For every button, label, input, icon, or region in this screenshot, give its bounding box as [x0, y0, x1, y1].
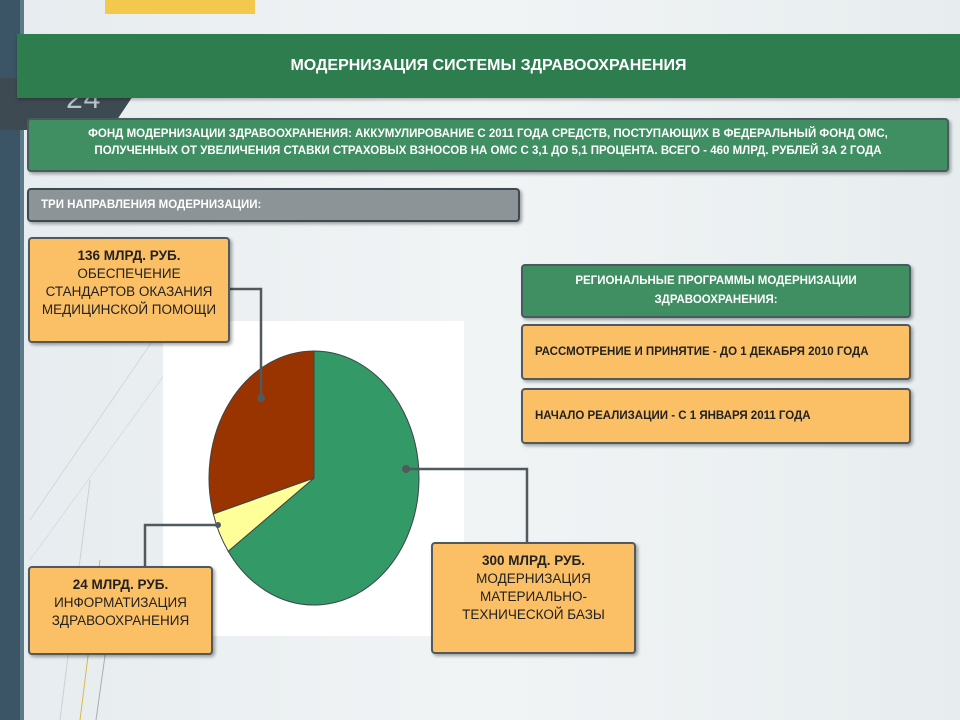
directions-label: ТРИ НАПРАВЛЕНИЯ МОДЕРНИЗАЦИИ: [27, 188, 520, 222]
slide-title: МОДЕРНИЗАЦИЯ СИСТЕМЫ ЗДРАВООХРАНЕНИЯ [17, 34, 960, 98]
fund-line-1: ФОНД МОДЕРНИЗАЦИИ ЗДРАВООХРАНЕНИЯ: АККУМ… [88, 128, 888, 140]
label-informatization-line-1: ИНФОРМАТИЗАЦИЯ [54, 595, 187, 610]
label-material-amount: 300 МЛРД. РУБ. [482, 553, 585, 568]
label-standards-line-1: ОБЕСПЕЧЕНИЕ [77, 266, 181, 281]
label-material: 300 МЛРД. РУБ. МОДЕРНИЗАЦИЯ МАТЕРИАЛЬНО-… [431, 542, 636, 654]
label-standards-amount: 136 МЛРД. РУБ. [77, 248, 181, 263]
review-deadline-box: РАССМОТРЕНИЕ И ПРИНЯТИЕ - ДО 1 ДЕКАБРЯ 2… [521, 324, 911, 380]
label-standards-line-2: СТАНДАРТОВ ОКАЗАНИЯ [45, 284, 213, 299]
callout-dot-material [402, 465, 410, 473]
left-accent-strip-inner [20, 0, 24, 720]
callout-dot-standards [257, 394, 265, 402]
review-deadline-text: РАССМОТРЕНИЕ И ПРИНЯТИЕ - ДО 1 ДЕКАБРЯ 2… [535, 346, 869, 358]
label-informatization-line-2: ЗДРАВООХРАНЕНИЯ [51, 613, 190, 628]
implementation-start-text: НАЧАЛО РЕАЛИЗАЦИИ - С 1 ЯНВАРЯ 2011 ГОДА [535, 410, 811, 422]
regional-title-line-2: ЗДРАВООХРАНЕНИЯ: [654, 294, 778, 306]
label-material-line-2: МАТЕРИАЛЬНО- [480, 589, 587, 604]
callout-lines [143, 287, 529, 567]
label-informatization-amount: 24 МЛРД. РУБ. [72, 577, 169, 592]
fund-line-2: ПОЛУЧЕННЫХ ОТ УВЕЛИЧЕНИЯ СТАВКИ СТРАХОВЫ… [94, 145, 882, 157]
label-standards-line-3: МЕДИЦИНСКОЙ ПОМОЩИ [41, 302, 217, 317]
label-material-line-1: МОДЕРНИЗАЦИЯ [476, 571, 591, 586]
regional-programs-box: РЕГИОНАЛЬНЫЕ ПРОГРАММЫ МОДЕРНИЗАЦИИ ЗДРА… [521, 264, 911, 318]
callout-line-material [406, 467, 529, 544]
label-material-line-3: ТЕХНИЧЕСКОЙ БАЗЫ [462, 607, 605, 622]
pie-slice-material [227, 350, 420, 606]
implementation-start-box: НАЧАЛО РЕАЛИЗАЦИИ - С 1 ЯНВАРЯ 2011 ГОДА [521, 388, 911, 444]
label-standards: 136 МЛРД. РУБ. ОБЕСПЕЧЕНИЕ СТАНДАРТОВ ОК… [28, 237, 230, 343]
yellow-accent-tab [105, 0, 255, 14]
label-informatization: 24 МЛРД. РУБ. ИНФОРМАТИЗАЦИЯ ЗДРАВООХРАН… [28, 566, 213, 655]
left-accent-strip [0, 0, 20, 720]
pie-slice-standards [208, 350, 315, 515]
callout-dots [215, 394, 410, 528]
callout-dot-informatization [215, 522, 221, 528]
regional-title-line-1: РЕГИОНАЛЬНЫЕ ПРОГРАММЫ МОДЕРНИЗАЦИИ [575, 275, 857, 287]
fund-description-box: ФОНД МОДЕРНИЗАЦИИ ЗДРАВООХРАНЕНИЯ: АККУМ… [27, 118, 949, 172]
callout-line-informatization [143, 523, 218, 567]
callout-line-standards [228, 287, 263, 398]
pie-slices [208, 350, 420, 606]
